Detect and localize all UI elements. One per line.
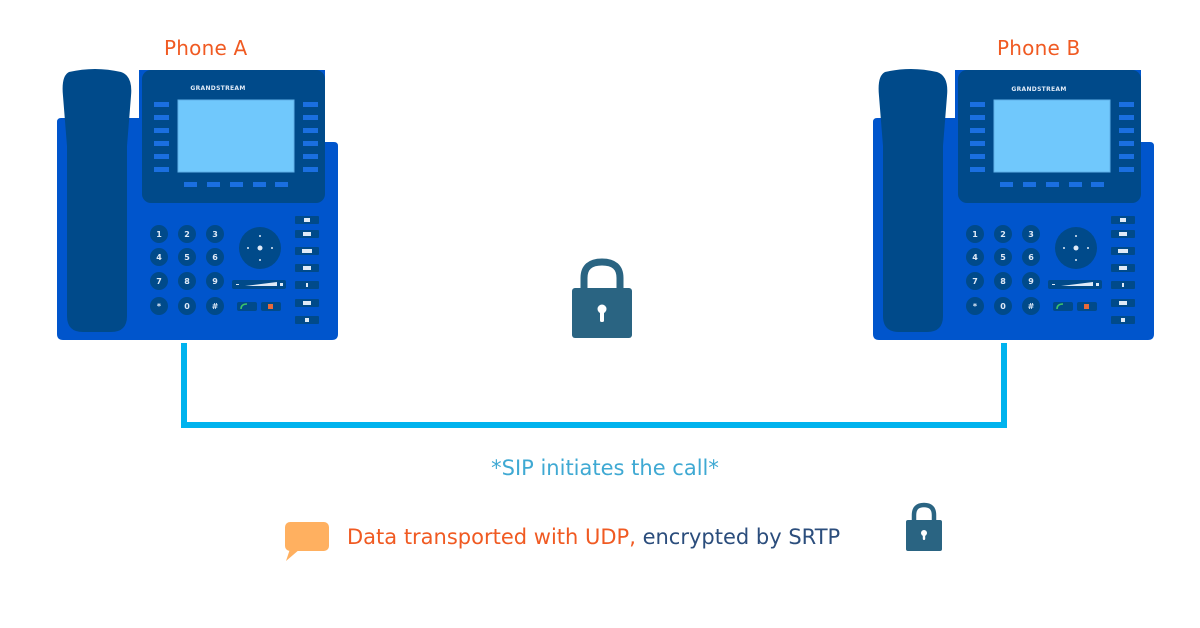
connection-line-left	[181, 343, 187, 428]
phone-brand: GRANDSTREAM	[1011, 86, 1067, 93]
legend-text: Data transported with UDP, encrypted by …	[347, 525, 840, 549]
phone-a: GRANDSTREAM	[55, 66, 340, 341]
sip-caption: *SIP initiates the call*	[491, 456, 719, 480]
phone-b: GRANDSTREAM	[871, 66, 1156, 341]
connection-line-right	[1001, 343, 1007, 428]
lock-icon	[906, 502, 942, 551]
phone-brand: GRANDSTREAM	[190, 85, 246, 92]
phone-b-label: Phone B	[997, 36, 1081, 60]
encryption-text: encrypted by SRTP	[635, 525, 841, 549]
desk-phone-icon	[56, 68, 339, 341]
connection-line-bottom	[181, 422, 1007, 428]
transport-text: Data transported with UDP,	[347, 525, 636, 549]
phone-a-label: Phone A	[164, 36, 248, 60]
speech-bubble-icon	[285, 522, 329, 561]
desk-phone-icon	[872, 68, 1155, 341]
lock-icon	[572, 258, 632, 338]
